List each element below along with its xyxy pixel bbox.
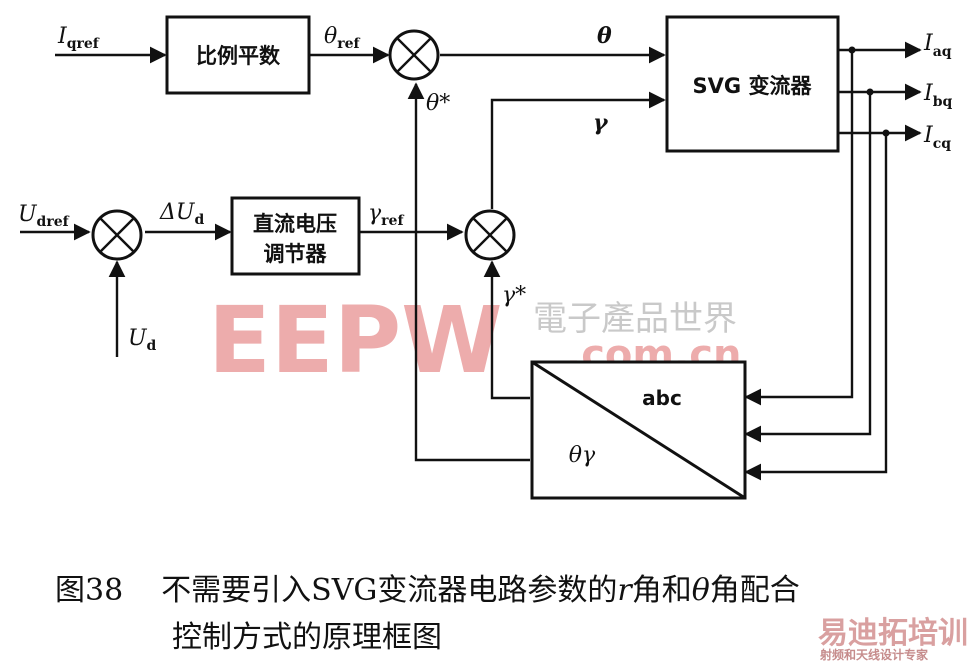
abc-label: abc bbox=[642, 386, 682, 410]
corner-logo: 易迪拓培训 bbox=[818, 616, 968, 651]
line-fb-c bbox=[744, 133, 888, 481]
label-ia: Iaq bbox=[923, 31, 952, 60]
watermark-cn: 電子產品世界 bbox=[533, 299, 737, 339]
caption-text-c: 角配合 bbox=[709, 573, 800, 608]
caption-text-a: 不需要引入SVG变流器电路参数的 bbox=[161, 573, 618, 608]
caption-text-b: 角和 bbox=[631, 573, 692, 608]
block-dc-regulator: 直流电压 调节器 bbox=[230, 196, 361, 276]
label-thref: θref bbox=[324, 24, 361, 52]
dc-label-1: 直流电压 bbox=[253, 212, 337, 236]
caption-r: r bbox=[617, 573, 632, 608]
line-thstar bbox=[407, 82, 530, 462]
block-pi: 比例平数 bbox=[165, 15, 311, 95]
signal-lines bbox=[20, 41, 922, 481]
corner-logo-sub: 射频和天线设计专家 bbox=[820, 648, 929, 662]
figure-number: 图38 bbox=[55, 573, 124, 608]
figure-caption-line2: 控制方式的原理框图 bbox=[172, 620, 442, 655]
dc-label-2: 调节器 bbox=[264, 242, 328, 266]
label-theta: θ bbox=[597, 23, 612, 49]
svg-label: SVG 变流器 bbox=[693, 74, 813, 98]
label-ud: Ud bbox=[128, 326, 157, 354]
label-gstar: γ* bbox=[502, 283, 526, 308]
junction-b bbox=[866, 88, 874, 96]
transform-diagonal bbox=[531, 360, 746, 500]
figure-caption-line1: 图38 不需要引入SVG变流器电路参数的r角和θ角配合 bbox=[55, 565, 800, 609]
label-udref: Udref bbox=[18, 202, 70, 230]
eepw-watermark: EEPW .com.cn 電子產品世界 bbox=[208, 287, 741, 394]
sum-junction-gamma bbox=[464, 209, 516, 261]
label-iqref: Iqref bbox=[57, 24, 100, 52]
control-block-diagram: EEPW .com.cn 電子產品世界 bbox=[18, 15, 952, 500]
line-gstar bbox=[483, 260, 530, 400]
theta-gamma-label: θγ bbox=[569, 443, 596, 468]
label-dud: ΔUd bbox=[159, 200, 204, 228]
signal-labels: Iqref θref θ* θ γ Udref ΔUd Ud γref γ* I… bbox=[18, 23, 952, 354]
junction-a bbox=[848, 46, 856, 54]
label-gref: γref bbox=[368, 201, 404, 229]
block-svg-converter: SVG 变流器 bbox=[665, 15, 840, 153]
line-fb-b bbox=[744, 92, 872, 443]
label-gamma: γ bbox=[593, 110, 609, 136]
label-thstar: θ* bbox=[426, 91, 450, 116]
watermark-brand: EEPW bbox=[208, 287, 503, 394]
line-gamma bbox=[490, 91, 666, 209]
label-ic: Icq bbox=[923, 123, 951, 152]
caption-theta: θ bbox=[691, 573, 710, 608]
line-fb-a bbox=[744, 50, 854, 406]
sum-junction-ud bbox=[91, 209, 143, 261]
label-ib: Ibq bbox=[923, 81, 952, 110]
pi-label: 比例平数 bbox=[196, 44, 281, 68]
block-abc-theta-gamma: abc θγ bbox=[530, 360, 747, 500]
sum-junction-theta bbox=[388, 29, 440, 81]
junction-c bbox=[882, 129, 890, 137]
